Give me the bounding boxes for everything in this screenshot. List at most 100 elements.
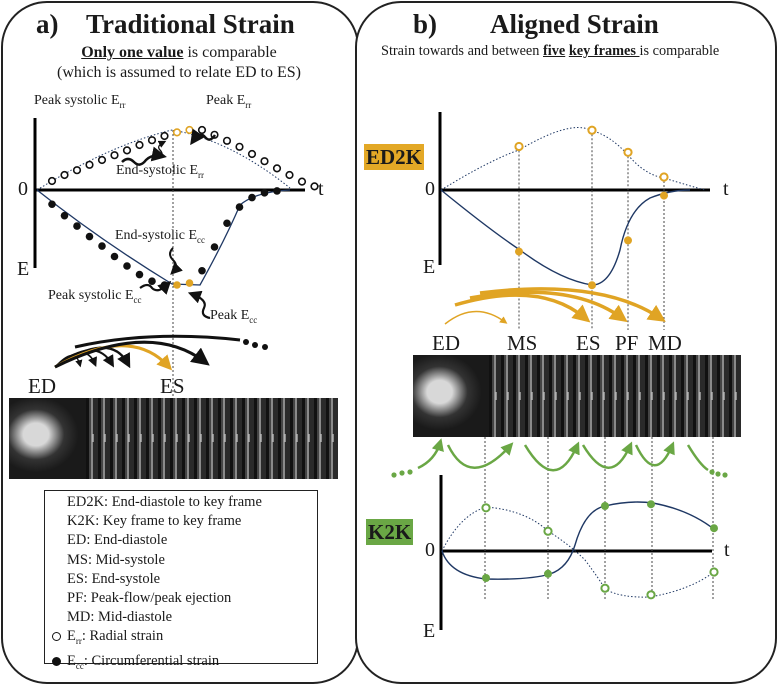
ecc-point	[235, 203, 244, 211]
mri-frames	[86, 398, 338, 479]
frame-label-ed: ED	[432, 331, 460, 355]
ed2k-err-point	[514, 141, 524, 152]
err-point	[197, 125, 207, 135]
err-point	[297, 177, 307, 186]
ed2k-ecc-point	[660, 191, 668, 200]
axis-t-label: t	[318, 178, 324, 200]
frame-label-es: ES	[576, 331, 601, 355]
ed2k-err-point	[587, 125, 597, 135]
err-point-highlight	[185, 125, 194, 135]
ecc-point	[48, 200, 56, 209]
legend: ED2K: End-diastole to key frame K2K: Key…	[44, 490, 318, 670]
ecc-point	[60, 211, 69, 220]
panel-a-title: Traditional Strain	[86, 9, 295, 39]
err-point-highlight	[172, 128, 182, 137]
ed2k-ecc-point	[515, 247, 523, 256]
err-point	[122, 146, 132, 155]
ecc-point	[148, 277, 156, 286]
ed2k-axis-t: t	[723, 178, 729, 200]
err-point	[135, 140, 144, 150]
tag-ed2k: ED2K	[364, 144, 425, 170]
ed2k-axis-e: E	[423, 256, 436, 278]
panel-aligned-strain	[355, 1, 777, 684]
err-point	[147, 136, 157, 145]
ed2k-axis-zero: 0	[425, 178, 435, 200]
err-point	[247, 149, 257, 159]
ecc-point	[98, 242, 106, 250]
k2k-ecc-point	[482, 574, 490, 582]
err-point	[272, 164, 282, 173]
chart-ed2k	[438, 112, 710, 330]
arrow-peak-ecc	[187, 290, 211, 320]
err-point	[97, 155, 107, 165]
k2k-ecc-point	[544, 569, 552, 578]
frame-label-ed: ED	[28, 374, 56, 398]
ecc-point	[110, 252, 119, 261]
err-point	[260, 157, 269, 166]
err-point	[285, 170, 294, 180]
chart-traditional	[33, 118, 319, 405]
k2k-err-point	[709, 567, 719, 577]
err-point	[60, 170, 69, 180]
err-point	[110, 151, 119, 160]
subtitle-emphasis: Only one value	[81, 44, 184, 61]
k2k-axis-t: t	[724, 539, 730, 561]
subtitle-text: is comparable	[183, 44, 277, 61]
k2k-err-point	[543, 526, 553, 536]
legend-item: ED: End-diastole	[67, 532, 168, 549]
label-peak-ecc: Peak Ecc	[210, 308, 258, 325]
ed2k-ecc-point	[624, 236, 632, 245]
err-point	[235, 142, 244, 151]
arrow-peak-systolic-err	[121, 146, 167, 166]
chart-k2k	[391, 437, 728, 630]
ed2k-ecc-point	[588, 281, 596, 290]
panel-b-label: b)	[413, 9, 438, 39]
ecc-point	[85, 232, 94, 241]
err-point	[47, 176, 57, 186]
panel-a-subtitle-line2: (which is assumed to relate ED to ES)	[57, 64, 301, 81]
err-point	[160, 131, 169, 141]
ecc-point	[210, 243, 219, 251]
legend-item-radial: Err: Radial strain	[52, 627, 317, 651]
panel-traditional-strain	[1, 1, 359, 684]
k2k-ecc-point	[601, 502, 609, 510]
k2k-ecc-point	[647, 500, 655, 509]
legend-item-circumferential: Ecc: Circumferential strain	[52, 652, 317, 676]
k2k-err-point	[481, 503, 491, 513]
ecc-point	[248, 193, 256, 202]
ecc-point	[73, 222, 81, 230]
k2k-err-point	[600, 583, 610, 593]
err-point	[85, 160, 94, 169]
tag-k2k: K2K	[366, 519, 414, 545]
frame-label-pf: PF	[615, 331, 639, 355]
ecc-point	[260, 189, 269, 197]
legend-item: ES: End-systole	[67, 570, 161, 587]
panel-b-title: Aligned Strain	[490, 9, 659, 39]
ecc-point	[123, 262, 131, 270]
err-curve	[36, 129, 291, 191]
ecc-point	[223, 219, 231, 228]
err-point	[72, 166, 82, 175]
ed2k-ecc-curve	[440, 189, 691, 286]
mri-frame-ed	[413, 355, 489, 437]
frame-label-es: ES	[160, 374, 185, 398]
arrow-peak-systolic-ecc	[139, 280, 172, 295]
panel-a-subtitle-line1: Only one value is comparable	[0, 44, 358, 62]
frame-label-md: MD	[648, 331, 682, 355]
legend-item: MS: Mid-systole	[67, 551, 165, 568]
legend-item: K2K: Key frame to key frame	[67, 513, 242, 530]
filled-circle-icon	[52, 656, 61, 666]
open-circle-icon	[52, 632, 61, 642]
ed2k-err-point	[659, 172, 669, 182]
legend-item: ED2K: End-diastole to key frame	[67, 494, 262, 510]
k2k-axis-e: E	[423, 620, 436, 642]
label-peak-systolic-err: Peak systolic Err	[34, 93, 126, 110]
k2k-err-point	[646, 590, 656, 600]
label-peak-systolic-ecc: Peak systolic Ecc	[48, 288, 142, 305]
legend-item: PF: Peak-flow/peak ejection	[67, 590, 232, 607]
ed2k-err-point	[623, 147, 633, 157]
arrow-end-systolic-err	[157, 140, 167, 159]
err-point	[310, 182, 319, 191]
label-end-systolic-ecc: End-systolic Ecc	[115, 228, 206, 245]
